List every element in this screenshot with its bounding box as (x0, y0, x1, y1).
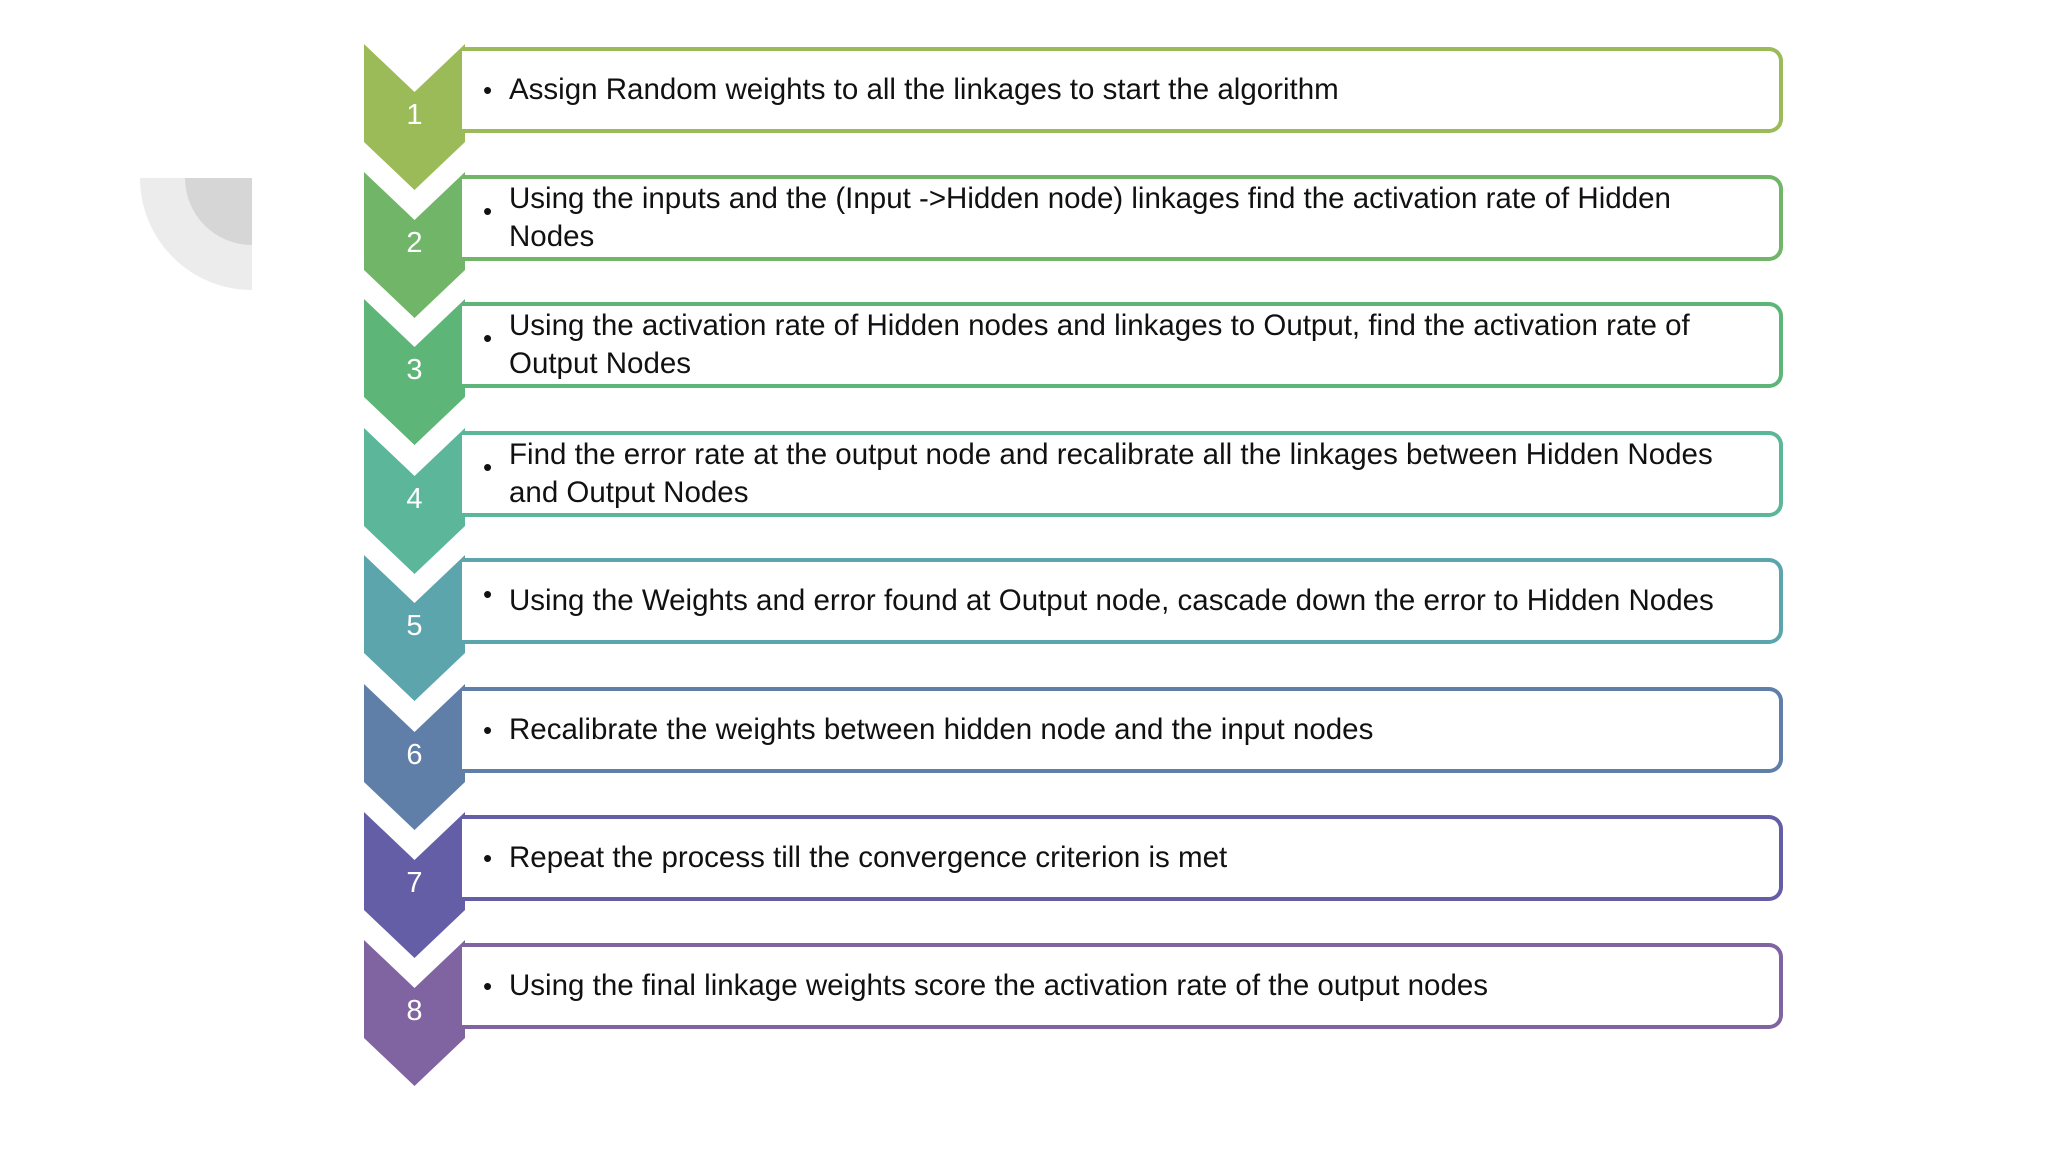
step-box: • Using the inputs and the (Input ->Hidd… (462, 175, 1783, 261)
process-step: 3 • Using the activation rate of Hidden … (0, 299, 2048, 449)
step-text: Using the activation rate of Hidden node… (509, 309, 1690, 380)
step-number: 6 (406, 739, 423, 771)
step-text: Find the error rate at the output node a… (509, 438, 1713, 509)
bullet-icon: • (483, 971, 493, 1001)
step-box: • Repeat the process till the convergenc… (462, 815, 1783, 901)
chevron-arrow-icon (364, 44, 465, 190)
bullet-icon: • (483, 75, 493, 105)
step-number: 1 (406, 99, 423, 131)
step-box: • Find the error rate at the output node… (462, 431, 1783, 517)
decorative-quarter-circles (140, 178, 252, 290)
step-box: • Using the final linkage weights score … (462, 943, 1783, 1029)
chevron-arrow-icon (364, 812, 465, 958)
step-box: • Assign Random weights to all the linka… (462, 47, 1783, 133)
bullet-icon: • (483, 196, 493, 226)
chevron-arrow-icon (364, 940, 465, 1086)
step-text: Assign Random weights to all the linkage… (509, 73, 1339, 106)
step-text: Repeat the process till the convergence … (509, 841, 1228, 874)
step-number: 5 (406, 610, 423, 642)
chevron-arrow-icon (364, 299, 465, 445)
step-box: • Recalibrate the weights between hidden… (462, 687, 1783, 773)
step-text: Using the Weights and error found at Out… (509, 584, 1714, 617)
step-box: • Using the activation rate of Hidden no… (462, 302, 1783, 388)
inner-quarter-circle-shape (185, 178, 252, 245)
bullet-icon: • (483, 452, 493, 482)
step-box: • Using the Weights and error found at O… (462, 558, 1783, 644)
process-step: 7 • Repeat the process till the converge… (0, 812, 2048, 962)
process-step: 4 • Find the error rate at the output no… (0, 428, 2048, 578)
process-step: 8 • Using the final linkage weights scor… (0, 940, 2048, 1090)
chevron-arrow-icon (364, 684, 465, 830)
process-step: 1 • Assign Random weights to all the lin… (0, 44, 2048, 194)
step-text: Using the final linkage weights score th… (509, 969, 1489, 1002)
bullet-icon: • (483, 843, 493, 873)
step-text: Using the inputs and the (Input ->Hidden… (509, 182, 1671, 253)
step-number: 4 (406, 483, 423, 515)
step-number: 2 (406, 227, 423, 259)
process-step: 2 • Using the inputs and the (Input ->Hi… (0, 172, 2048, 322)
step-number: 3 (406, 354, 423, 386)
chevron-arrow-icon (364, 172, 465, 318)
process-step: 5 • Using the Weights and error found at… (0, 555, 2048, 705)
process-step: 6 • Recalibrate the weights between hidd… (0, 684, 2048, 834)
chevron-arrow-icon (364, 428, 465, 574)
bullet-icon: • (483, 715, 493, 745)
step-text: Recalibrate the weights between hidden n… (509, 713, 1374, 746)
step-number: 8 (406, 995, 423, 1027)
bullet-icon: • (483, 579, 493, 609)
step-number: 7 (406, 867, 423, 899)
bullet-icon: • (483, 323, 493, 353)
chevron-arrow-icon (364, 555, 465, 701)
